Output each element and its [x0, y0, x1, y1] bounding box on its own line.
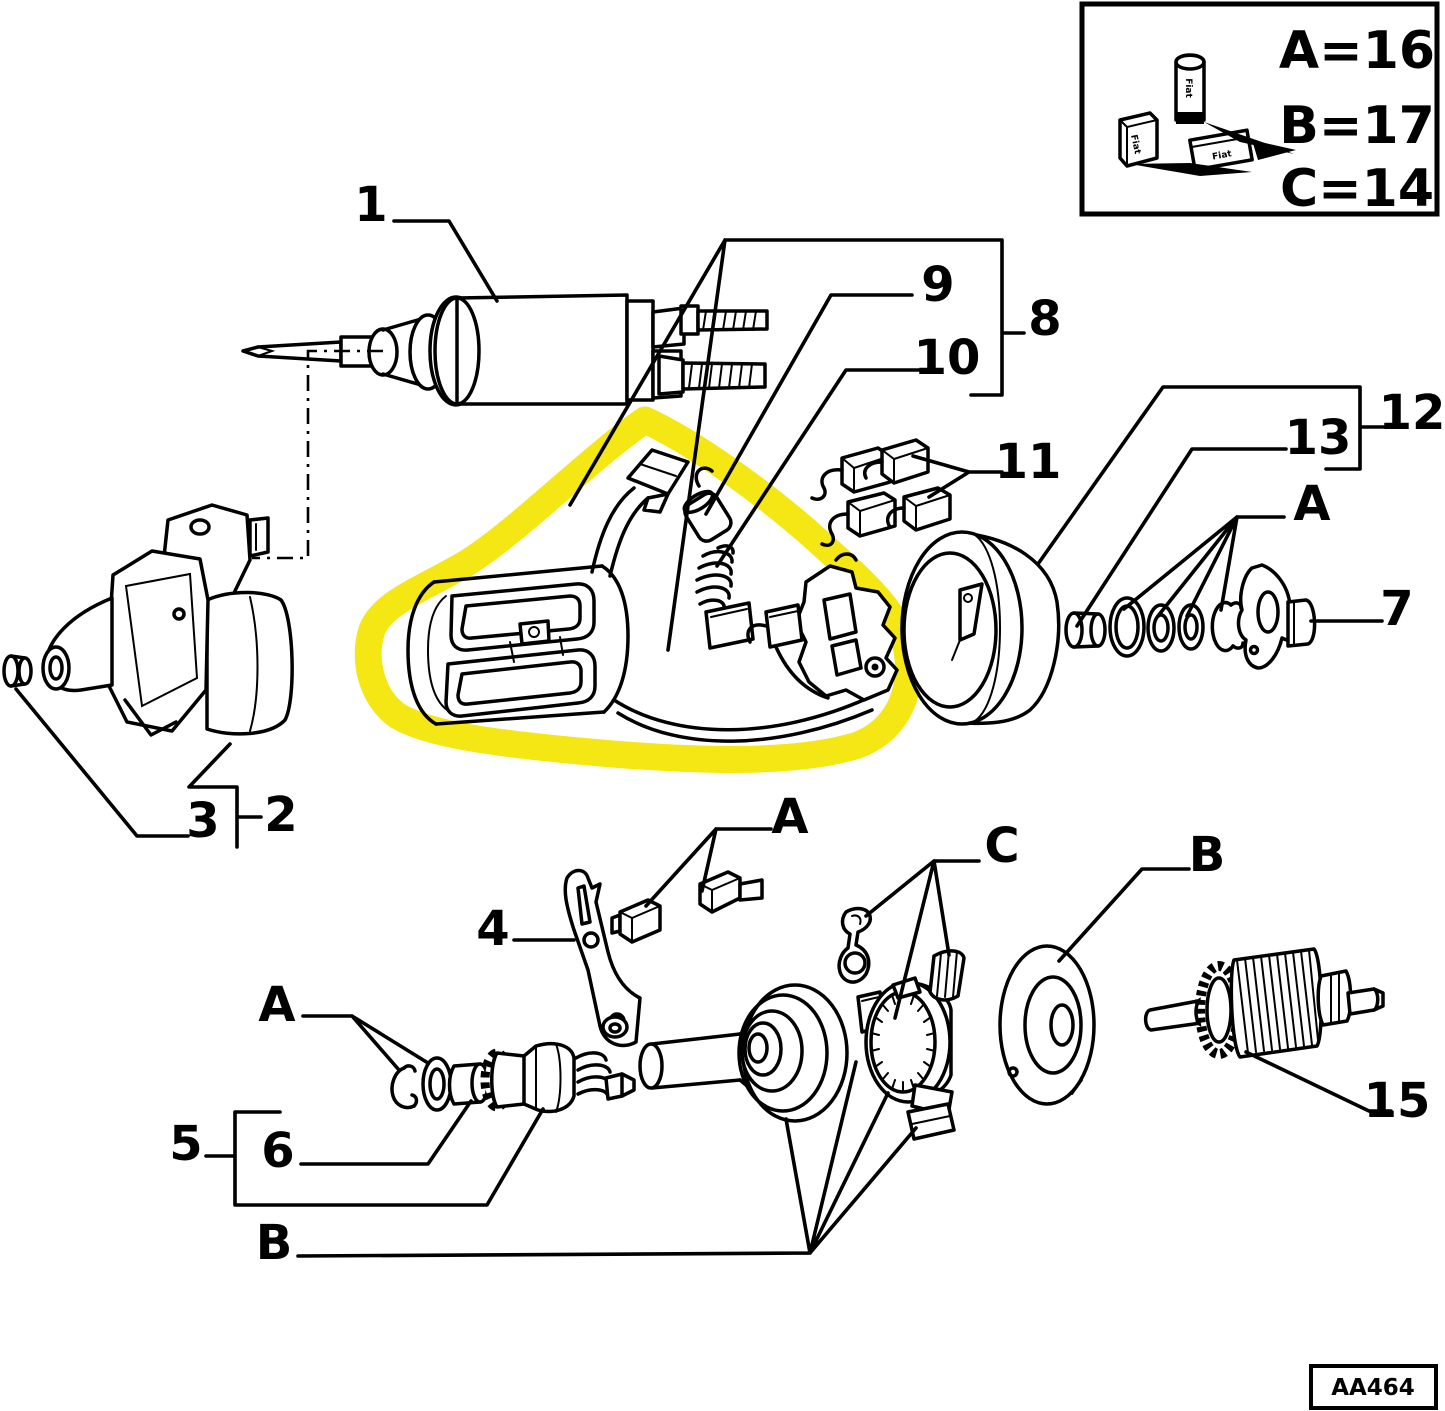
label-2: 2 — [264, 787, 297, 843]
brush-holder-brush — [704, 601, 755, 650]
part-4-engagement-fork — [563, 868, 642, 1048]
label-3: 3 — [186, 793, 219, 849]
highlight-marker — [354, 406, 922, 773]
label-9: 9 — [921, 257, 954, 313]
label-15: 15 — [1364, 1073, 1431, 1129]
brush-holder-assembly — [746, 552, 899, 702]
legend-entry-c: C=14 — [1280, 159, 1434, 219]
legend-entry-b: B=17 — [1279, 96, 1435, 156]
label-13: 13 — [1285, 410, 1352, 466]
package-illustration: Fiat Fiat Fiat — [1118, 53, 1296, 176]
kit-b-disc — [998, 944, 1096, 1106]
label-5: 5 — [169, 1116, 202, 1172]
label-b-bottom: B — [256, 1215, 293, 1271]
drawing-code: AA464 — [1331, 1375, 1415, 1401]
label-11: 11 — [995, 434, 1062, 490]
kit-a-small-parts — [1108, 596, 1245, 658]
legend-box: Fiat Fiat Fiat A=16 B=17 C=14 — [1079, 1, 1440, 219]
label-b-right: B — [1189, 827, 1226, 883]
kit-c-parts — [837, 906, 966, 1141]
package-brand-text-2: Fiat — [1128, 134, 1142, 156]
label-10: 10 — [914, 330, 981, 386]
part-2-starter-assembly — [41, 503, 294, 737]
label-a-middle: A — [771, 789, 808, 845]
drive-pinion-group — [390, 1041, 636, 1114]
legend-entry-a: A=16 — [1279, 21, 1435, 81]
label-1: 1 — [354, 177, 387, 233]
label-12: 12 — [1379, 385, 1445, 441]
field-coil-assembly — [406, 448, 874, 743]
label-6: 6 — [261, 1123, 294, 1179]
part-15-armature — [1143, 947, 1385, 1059]
label-8: 8 — [1028, 291, 1061, 347]
drawing-code-box: AA464 — [1309, 1364, 1438, 1410]
label-4: 4 — [476, 901, 509, 957]
package-brand-text-3: Fiat — [1212, 149, 1234, 162]
planet-carrier-drum — [737, 983, 849, 1123]
part-7-flange — [1236, 563, 1317, 670]
label-a-bottom: A — [258, 977, 295, 1033]
leader-lines — [14, 219, 1393, 1258]
part-8-end-frame — [900, 530, 1061, 726]
kit-a-terminal-blocks — [610, 870, 764, 944]
package-brand-text-1: Fiat — [1183, 78, 1193, 98]
part-13-bushing — [1064, 611, 1107, 649]
part-9-brush — [682, 466, 733, 543]
part-1-solenoid — [241, 293, 769, 407]
part-11-brush-set — [810, 438, 952, 547]
part-labels: 1 2 3 4 5 6 7 8 9 10 11 12 13 15 A A A B… — [169, 177, 1445, 1271]
part-10-brush-spring — [695, 544, 735, 611]
label-a-top: A — [1293, 476, 1330, 532]
label-c: C — [984, 818, 1019, 874]
part-3-plug — [2, 654, 33, 688]
label-7: 7 — [1380, 581, 1413, 637]
